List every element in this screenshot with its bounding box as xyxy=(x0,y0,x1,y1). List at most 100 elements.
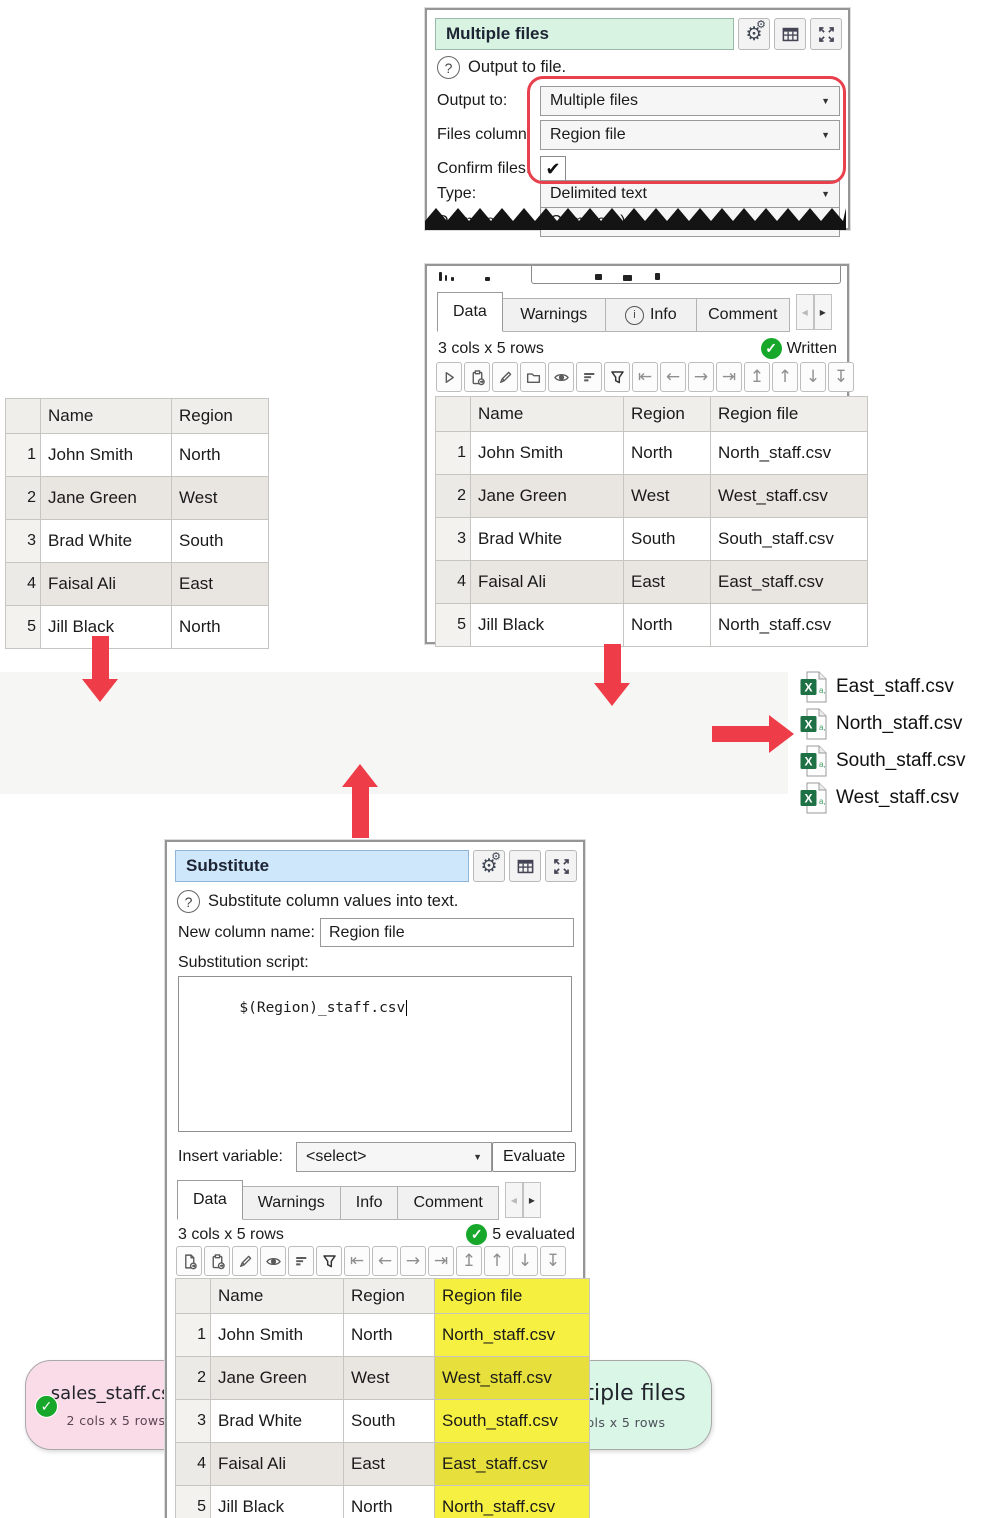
tab-scroll-left-icon[interactable]: ◂ xyxy=(504,1182,523,1218)
view-icon[interactable] xyxy=(548,362,574,392)
row-number[interactable]: 1 xyxy=(5,433,41,477)
row-number[interactable]: 1 xyxy=(175,1313,211,1357)
run-icon[interactable] xyxy=(436,362,462,392)
nav-last-icon[interactable]: ⇥ xyxy=(716,362,742,392)
column-header[interactable]: Region file xyxy=(434,1278,590,1314)
cell[interactable]: South xyxy=(171,519,269,563)
nav-bottom-icon[interactable]: ↧ xyxy=(540,1246,566,1276)
cell[interactable]: East xyxy=(623,560,711,604)
row-number[interactable]: 4 xyxy=(5,562,41,606)
tab-data[interactable]: Data xyxy=(437,292,503,332)
insert-variable-select[interactable]: <select> ▼ xyxy=(296,1142,492,1172)
tab-warnings[interactable]: Warnings xyxy=(502,298,606,332)
row-number-header[interactable] xyxy=(175,1278,211,1314)
row-number[interactable]: 4 xyxy=(435,560,471,604)
cell[interactable]: John Smith xyxy=(470,431,624,475)
cell[interactable]: West xyxy=(171,476,269,520)
cell[interactable]: Brad White xyxy=(470,517,624,561)
nav-up-icon[interactable]: ↑ xyxy=(772,362,798,392)
cell[interactable]: West_staff.csv xyxy=(434,1356,590,1400)
cell[interactable]: South_staff.csv xyxy=(434,1399,590,1443)
column-header[interactable]: Name xyxy=(210,1278,344,1314)
cell[interactable]: Brad White xyxy=(210,1399,344,1443)
paste-icon[interactable] xyxy=(464,362,490,392)
column-header[interactable]: Region xyxy=(343,1278,435,1314)
settings-gear-icon[interactable]: ⚙⚙ xyxy=(473,850,505,882)
sort-icon[interactable] xyxy=(288,1246,314,1276)
nav-back-icon[interactable]: ← xyxy=(372,1246,398,1276)
nav-last-icon[interactable]: ⇥ xyxy=(428,1246,454,1276)
column-header[interactable]: Region file xyxy=(710,396,868,432)
tab-comment[interactable]: Comment xyxy=(398,1186,499,1220)
confirm-files-checkbox[interactable]: ✔ xyxy=(540,156,566,182)
cell[interactable]: North xyxy=(343,1313,435,1357)
help-icon[interactable]: ? xyxy=(437,56,460,79)
cell[interactable]: East xyxy=(171,562,269,606)
cell[interactable]: East_staff.csv xyxy=(434,1442,590,1486)
open-icon[interactable] xyxy=(520,362,546,392)
column-header[interactable]: Region xyxy=(171,398,269,434)
table-view-icon[interactable] xyxy=(509,850,541,882)
cell[interactable]: North xyxy=(171,605,269,649)
cell[interactable]: Jane Green xyxy=(210,1356,344,1400)
view-icon[interactable] xyxy=(260,1246,286,1276)
row-number[interactable]: 3 xyxy=(5,519,41,563)
edit-icon[interactable] xyxy=(232,1246,258,1276)
cell[interactable]: West_staff.csv xyxy=(710,474,868,518)
cell[interactable]: North xyxy=(171,433,269,477)
row-number-header[interactable] xyxy=(5,398,41,434)
row-number[interactable]: 4 xyxy=(175,1442,211,1486)
table-view-icon[interactable] xyxy=(774,18,806,50)
cell[interactable]: North xyxy=(343,1485,435,1518)
tab-scroll-right-icon[interactable]: ▸ xyxy=(813,294,832,330)
cell[interactable]: North xyxy=(623,431,711,475)
settings-gear-icon[interactable]: ⚙⚙ xyxy=(738,18,770,50)
cell[interactable]: South xyxy=(623,517,711,561)
cell[interactable]: South xyxy=(343,1399,435,1443)
row-number[interactable]: 5 xyxy=(435,603,471,647)
filter-icon[interactable] xyxy=(316,1246,342,1276)
tab-scroll-right-icon[interactable]: ▸ xyxy=(522,1182,541,1218)
cell[interactable]: South_staff.csv xyxy=(710,517,868,561)
row-number[interactable]: 3 xyxy=(435,517,471,561)
nav-first-icon[interactable]: ⇤ xyxy=(632,362,658,392)
cell[interactable]: North xyxy=(623,603,711,647)
tab-scroll-left-icon[interactable]: ◂ xyxy=(795,294,814,330)
nav-down-icon[interactable]: ↓ xyxy=(800,362,826,392)
cell[interactable]: John Smith xyxy=(210,1313,344,1357)
output-to-select[interactable]: Multiple files ▼ xyxy=(540,86,840,116)
nav-forward-icon[interactable]: → xyxy=(688,362,714,392)
row-number[interactable]: 2 xyxy=(175,1356,211,1400)
row-number[interactable]: 2 xyxy=(5,476,41,520)
cell[interactable]: West xyxy=(623,474,711,518)
sort-icon[interactable] xyxy=(576,362,602,392)
newdoc-icon[interactable] xyxy=(176,1246,202,1276)
substitution-script-textarea[interactable]: $(Region)_staff.csv xyxy=(178,976,572,1132)
cell[interactable]: West xyxy=(343,1356,435,1400)
expand-icon[interactable] xyxy=(545,850,577,882)
cell[interactable]: Jill Black xyxy=(210,1485,344,1518)
nav-up-icon[interactable]: ↑ xyxy=(484,1246,510,1276)
cell[interactable]: North_staff.csv xyxy=(434,1313,590,1357)
cell[interactable]: North_staff.csv xyxy=(434,1485,590,1518)
files-column-select[interactable]: Region file ▼ xyxy=(540,120,840,150)
cell[interactable]: Jane Green xyxy=(40,476,172,520)
row-number[interactable]: 5 xyxy=(175,1485,211,1518)
tab-comment[interactable]: Comment xyxy=(696,298,790,332)
paste-icon[interactable] xyxy=(204,1246,230,1276)
tab-warnings[interactable]: Warnings xyxy=(242,1186,341,1220)
nav-top-icon[interactable]: ↥ xyxy=(456,1246,482,1276)
evaluate-button[interactable]: Evaluate xyxy=(492,1142,577,1172)
cell[interactable]: John Smith xyxy=(40,433,172,477)
help-icon[interactable]: ? xyxy=(177,890,200,913)
column-header[interactable]: Name xyxy=(40,398,172,434)
edit-icon[interactable] xyxy=(492,362,518,392)
cell[interactable]: Brad White xyxy=(40,519,172,563)
row-number[interactable]: 2 xyxy=(435,474,471,518)
cell[interactable]: Faisal Ali xyxy=(210,1442,344,1486)
nav-bottom-icon[interactable]: ↧ xyxy=(828,362,854,392)
type-select[interactable]: Delimited text ▼ xyxy=(540,180,840,208)
cell[interactable]: Faisal Ali xyxy=(40,562,172,606)
cell[interactable]: North_staff.csv xyxy=(710,603,868,647)
nav-top-icon[interactable]: ↥ xyxy=(744,362,770,392)
